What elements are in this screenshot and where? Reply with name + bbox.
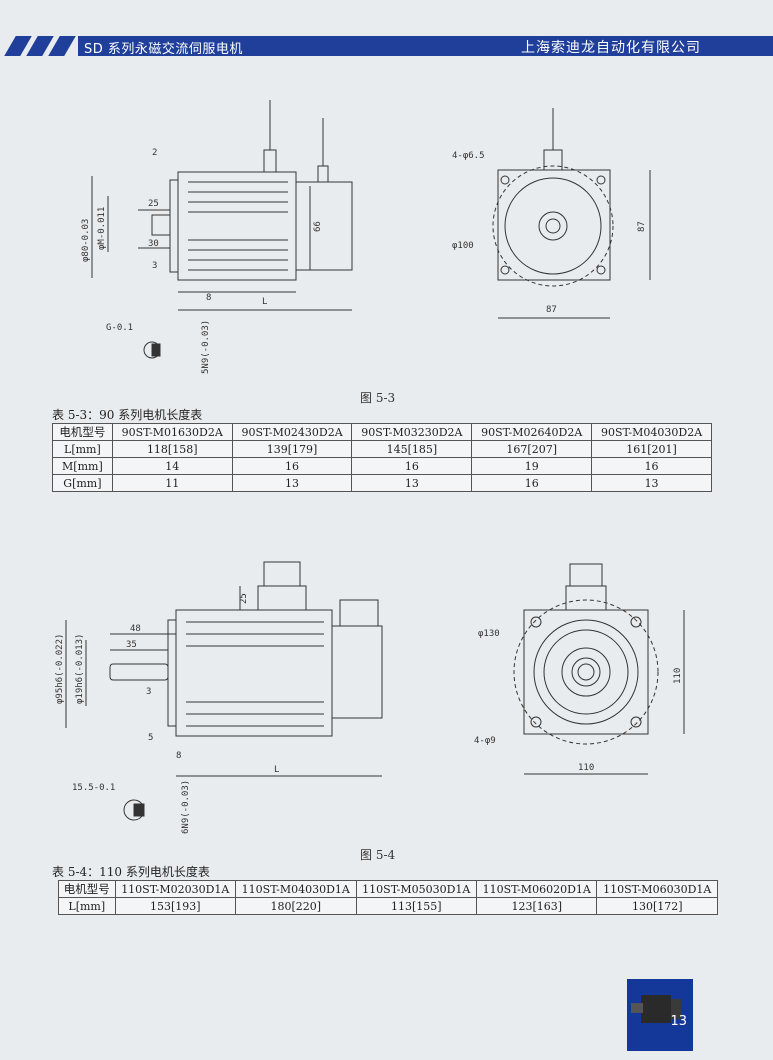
table-row: M[mm] 14 16 16 19 16 (52, 457, 712, 475)
dim-holes: 4-φ9 (474, 736, 496, 746)
table-header-row: 电机型号 90ST-M01630D2A 90ST-M02430D2A 90ST-… (52, 423, 712, 441)
dim-key: 6N9(-0.03) (181, 780, 191, 834)
table-cell: 180[220] (235, 897, 357, 915)
dim-L: L (274, 765, 279, 775)
table-cell: 16 (351, 457, 473, 475)
dim-height-110: 110 (673, 668, 683, 684)
dim-holes: 4-φ6.5 (452, 151, 485, 161)
dim-key: 5N9(-0.03) (201, 320, 211, 374)
table-cell: 电机型号 (58, 880, 116, 898)
table-cell: 110ST-M05030D1A (355, 880, 478, 898)
dim-66: 66 (313, 221, 323, 232)
dim-width-110: 110 (578, 763, 594, 773)
encoder-cover (331, 625, 383, 719)
company-name: 上海索迪龙自动化有限公司 (521, 40, 701, 56)
dim-phi19: φ19h6(-0.013) (75, 634, 85, 704)
dim-phi130: φ130 (478, 629, 500, 639)
table-cell: 13 (231, 474, 353, 492)
dim-35: 35 (126, 640, 137, 650)
dim-2: 2 (152, 148, 157, 158)
motor-shaft (109, 663, 169, 681)
motor-flange (167, 619, 177, 727)
dim-phi100: φ100 (452, 241, 474, 251)
table-cell: 110ST-M02030D1A (114, 880, 237, 898)
table-cell: 113[155] (355, 897, 478, 915)
table-cell: 90ST-M02640D2A (471, 423, 593, 441)
dim-25: 25 (239, 593, 249, 604)
motor-photo-icon (631, 995, 681, 1023)
table-cell: 16 (471, 474, 593, 492)
table-cell: 11 (111, 474, 233, 492)
dim-phi95: φ95h6(-0.022) (55, 634, 65, 704)
page-header: SD 系列永磁交流伺服电机 上海索迪龙自动化有限公司 (0, 30, 773, 57)
dim-3: 3 (146, 687, 151, 697)
table-cell: 90ST-M03230D2A (351, 423, 473, 441)
figure-caption-5-3: 图 5-3 (360, 391, 396, 405)
dim-5: 5 (148, 733, 153, 743)
table-cell: 110ST-M06020D1A (475, 880, 598, 898)
dim-3: 3 (152, 261, 157, 271)
table-cell: 90ST-M01630D2A (111, 423, 233, 441)
dim-height-87: 87 (637, 221, 647, 232)
table-cell: 90ST-M04030D2A (591, 423, 712, 441)
table-cell: 110ST-M06030D1A (596, 880, 718, 898)
table-cell: L[mm] (58, 897, 116, 915)
dim-8: 8 (176, 751, 181, 761)
table-row: G[mm] 11 13 13 16 13 (52, 474, 712, 492)
table-row: L[mm] 153[193] 180[220] 113[155] 123[163… (58, 897, 718, 915)
table-cell: 118[158] (111, 440, 233, 458)
header-bar (78, 36, 773, 56)
dim-width-87: 87 (546, 305, 557, 315)
table-cell: 13 (591, 474, 712, 492)
dim-G: G-0.1 (106, 323, 133, 333)
dim-phi80: φ80-0.03 (81, 219, 91, 262)
table-cell: 130[172] (596, 897, 718, 915)
dim-30: 30 (148, 239, 159, 249)
table-cell: 13 (351, 474, 473, 492)
table-cell: 167[207] (471, 440, 593, 458)
motor-body (175, 609, 333, 737)
dim-8: 8 (206, 293, 211, 303)
table-title-5-4: 表 5-4：110 系列电机长度表 (52, 865, 210, 879)
motor-shaft (151, 214, 171, 236)
dim-L: L (262, 297, 267, 307)
table-cell: 153[193] (114, 897, 237, 915)
series-title: SD 系列永磁交流伺服电机 (84, 42, 243, 57)
length-table-90: 电机型号 90ST-M01630D2A 90ST-M02430D2A 90ST-… (52, 423, 712, 492)
front-flange (523, 609, 649, 735)
page-number: 13 (670, 1014, 687, 1029)
dim-15-5: 15.5-0.1 (72, 783, 115, 793)
figure-caption-5-4: 图 5-4 (360, 848, 396, 862)
dim-phiM: φM-0.011 (97, 207, 107, 250)
dim-48: 48 (130, 624, 141, 634)
table-header-row: 电机型号 110ST-M02030D1A 110ST-M04030D1A 110… (58, 880, 718, 898)
table-cell: G[mm] (52, 474, 113, 492)
length-table-110: 电机型号 110ST-M02030D1A 110ST-M04030D1A 110… (58, 880, 718, 915)
page-number-box: 13 (627, 979, 693, 1051)
table-cell: 110ST-M04030D1A (235, 880, 357, 898)
table-cell: 123[163] (475, 897, 598, 915)
table-title-5-3: 表 5-3：90 系列电机长度表 (52, 408, 203, 422)
dim-25: 25 (148, 199, 159, 209)
